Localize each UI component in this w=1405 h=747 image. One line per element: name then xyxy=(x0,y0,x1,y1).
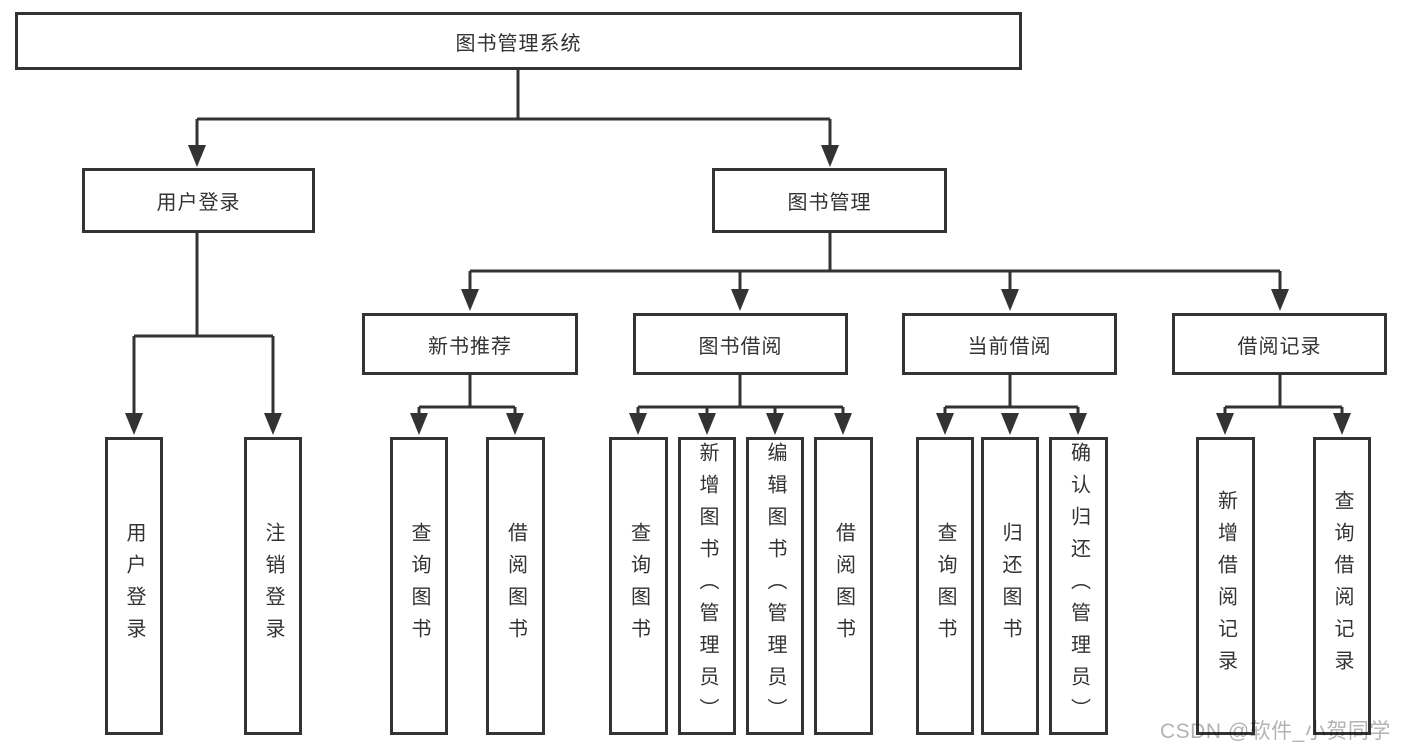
node-label: 编辑图书（管理员） xyxy=(764,442,786,730)
node-label: 新增借阅记录 xyxy=(1214,490,1237,682)
node-label: 注销登录 xyxy=(262,522,284,650)
leaf-add-books-admin: 新增图书（管理员） xyxy=(678,437,736,735)
node-label: 图书管理系统 xyxy=(455,32,582,55)
node-label: 用户登录 xyxy=(156,192,241,214)
leaf-query-borrow-record: 查询借阅记录 xyxy=(1313,437,1371,735)
node-label: 查询图书 xyxy=(408,522,430,650)
leaf-return-books: 归还图书 xyxy=(981,437,1039,735)
node-label: 新书推荐 xyxy=(428,335,512,358)
node-label: 图书管理 xyxy=(787,192,872,214)
node-new-book-recommendation: 新书推荐 xyxy=(362,313,578,375)
leaf-query-books: 查询图书 xyxy=(390,437,448,735)
node-label: 借阅记录 xyxy=(1237,335,1322,358)
node-label: 归还图书 xyxy=(999,522,1021,650)
leaf-logout: 注销登录 xyxy=(244,437,302,735)
leaf-borrow-books: 借阅图书 xyxy=(486,437,545,735)
node-label: 图书借阅 xyxy=(698,335,783,358)
leaf-edit-books-admin: 编辑图书（管理员） xyxy=(746,437,804,735)
node-label: 新增图书（管理员） xyxy=(696,442,718,730)
node-label: 查询借阅记录 xyxy=(1331,490,1353,682)
leaf-confirm-return-admin: 确认归还（管理员） xyxy=(1049,437,1108,735)
node-borrowing-records: 借阅记录 xyxy=(1172,313,1387,375)
node-label: 借阅图书 xyxy=(832,522,855,650)
leaf-query-books: 查询图书 xyxy=(609,437,668,735)
node-user-login-branch: 用户登录 xyxy=(82,168,315,233)
node-label: 用户登录 xyxy=(123,522,145,650)
node-label: 查询图书 xyxy=(627,522,650,650)
watermark: CSDN @软件_小贺同学 xyxy=(1160,720,1391,743)
node-current-borrowing: 当前借阅 xyxy=(902,313,1117,375)
node-label: 查询图书 xyxy=(934,522,956,650)
leaf-user-login: 用户登录 xyxy=(105,437,163,735)
leaf-add-borrow-record: 新增借阅记录 xyxy=(1196,437,1255,735)
node-label: 当前借阅 xyxy=(967,335,1052,358)
node-label: 确认归还（管理员） xyxy=(1067,442,1090,730)
node-label: 借阅图书 xyxy=(504,522,527,650)
leaf-borrow-books: 借阅图书 xyxy=(814,437,873,735)
node-book-management-branch: 图书管理 xyxy=(712,168,947,233)
leaf-query-books: 查询图书 xyxy=(916,437,974,735)
node-book-borrowing: 图书借阅 xyxy=(633,313,848,375)
node-book-management-system: 图书管理系统 xyxy=(15,12,1022,70)
